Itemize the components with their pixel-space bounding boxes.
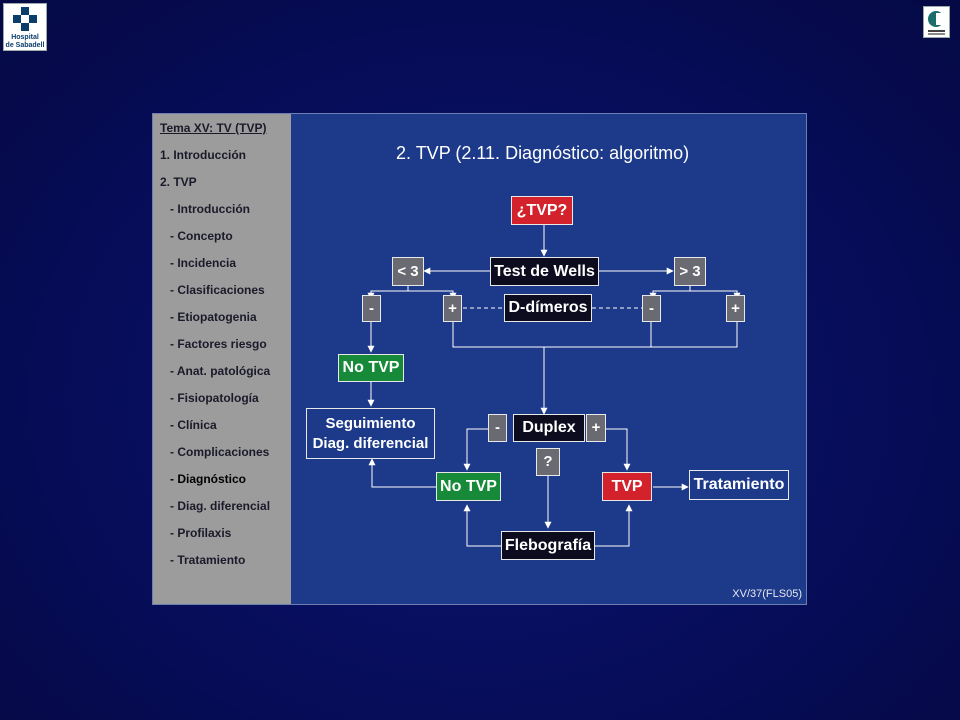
sidebar-item: - Concepto [170,229,233,243]
no-tvp-node-2: No TVP [436,472,501,501]
duplex-node: Duplex [513,414,585,442]
duplex-inconclusive-node: ? [536,448,560,476]
treatment-node: Tratamiento [689,470,789,500]
sidebar-item: 1. Introducción [160,148,247,162]
followup-line2: Diag. diferencial [312,434,429,452]
tvp-node: TVP [602,472,652,501]
logo-text-line2: de Sabadell [5,42,45,49]
sidebar-item: - Fisiopatología [170,391,259,405]
sidebar-item: - Clínica [170,418,217,432]
sidebar-item: - Introducción [170,202,250,216]
sidebar-item: - Anat. patológica [170,364,271,378]
hospital-cross-icon [13,7,37,31]
sidebar-title: Tema XV: TV (TVP) [160,121,267,135]
ddimer-negative-low-node: - [362,295,381,322]
sidebar-item-current: - Diagnóstico [170,472,247,486]
ddimer-node: D-dímeros [504,294,592,322]
logo-text-line1: Hospital [11,34,39,41]
duplex-negative-node: - [488,414,507,442]
wells-less-than-3-node: < 3 [392,257,424,286]
sidebar-item: - Factores riesgo [170,337,267,351]
institution-logo-icon [928,11,946,35]
sidebar-item: - Etiopatogenia [170,310,257,324]
ddimer-positive-high-node: + [726,295,745,322]
followup-line1: Seguimiento [325,414,416,432]
institution-logo [923,6,950,38]
slide-footer-code: XV/37(FLS05) [732,588,802,600]
wells-greater-than-3-node: > 3 [674,257,706,286]
sidebar-item: - Profilaxis [170,526,232,540]
slide-title: 2. TVP (2.11. Diagnóstico: algoritmo) [396,143,690,163]
followup-node: Seguimiento Diag. diferencial [306,408,435,459]
ddimer-positive-low-node: + [443,295,462,322]
sidebar-item: - Diag. diferencial [170,499,271,513]
phlebography-node: Flebografía [501,531,595,560]
flowchart-connectors [367,225,741,547]
sidebar-item: - Complicaciones [170,445,270,459]
no-tvp-node-1: No TVP [338,354,404,382]
sidebar-item: - Clasificaciones [170,283,265,297]
wells-test-node: Test de Wells [490,257,599,286]
slide-panel: Tema XV: TV (TVP) 1. Introducción 2. TVP… [152,113,807,605]
sidebar-item: - Incidencia [170,256,237,270]
ddimer-negative-high-node: - [642,295,661,322]
hospital-logo: Hospital de Sabadell [3,3,47,51]
sidebar: Tema XV: TV (TVP) 1. Introducción 2. TVP… [153,114,291,604]
sidebar-item: - Tratamiento [170,553,246,567]
question-tvp-node: ¿TVP? [511,196,573,225]
duplex-positive-node: + [586,414,606,442]
sidebar-item: 2. TVP [160,175,197,189]
